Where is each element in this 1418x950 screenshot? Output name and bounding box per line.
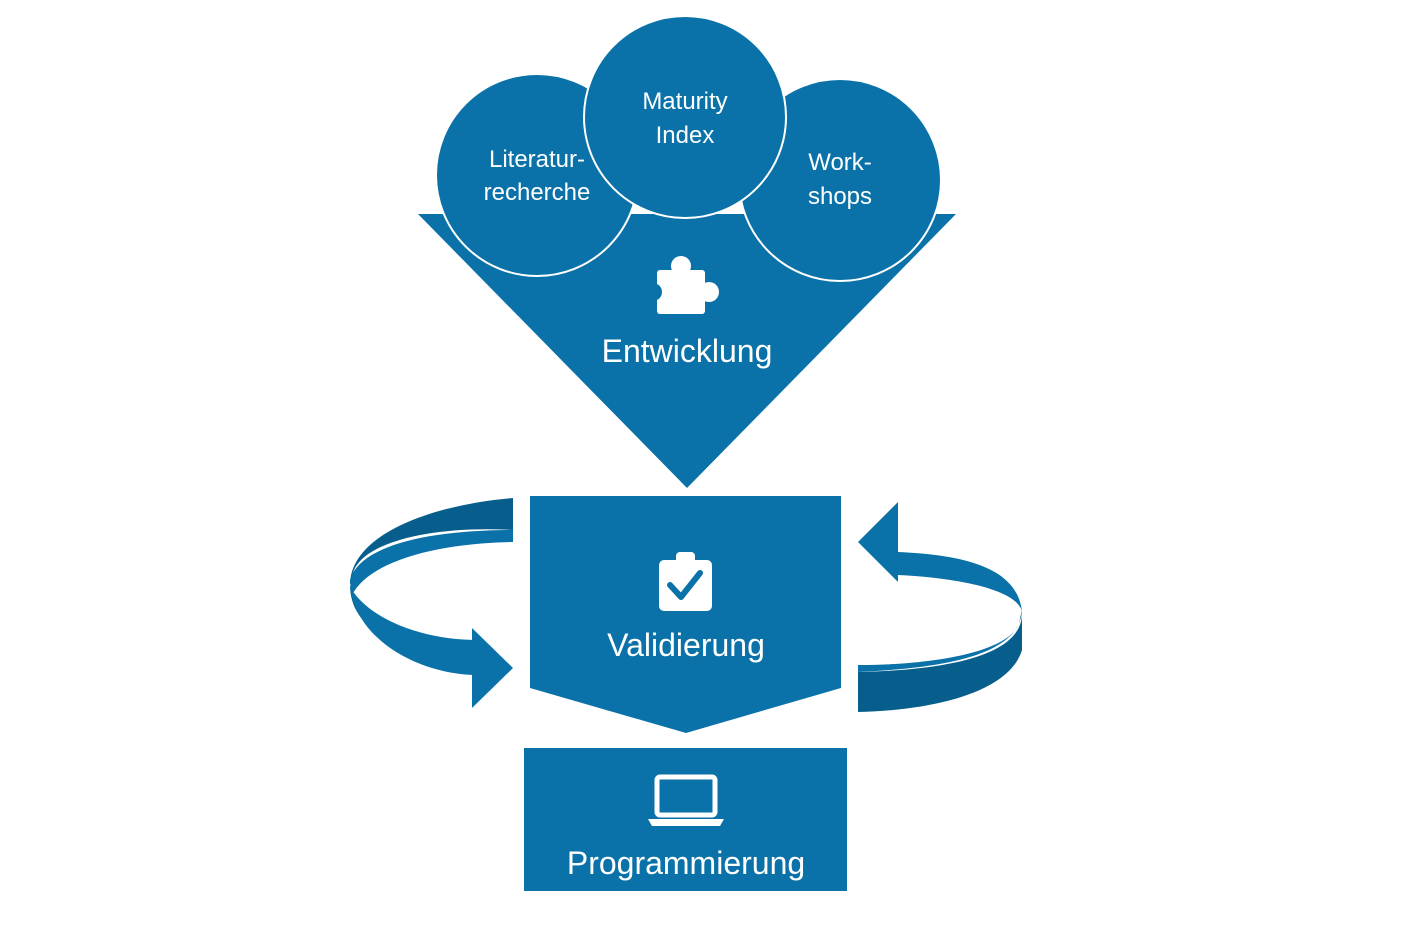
development-funnel <box>418 214 956 488</box>
validation-label: Validierung <box>607 627 765 663</box>
input-circle-maturity: Maturity Index <box>583 15 787 219</box>
input-maturity-line2: Index <box>656 122 715 149</box>
development-label: Entwicklung <box>602 333 773 369</box>
laptop-icon <box>648 774 724 826</box>
input-literature-line1: Literatur- <box>489 146 585 173</box>
input-workshops-line2: shops <box>808 183 872 210</box>
loop-arrow-right <box>858 502 1022 712</box>
input-circle-workshops: Work- shops <box>738 78 942 282</box>
loop-arrow-left <box>350 498 513 708</box>
clipboard-check-icon <box>659 552 712 611</box>
input-maturity-line1: Maturity <box>642 88 727 115</box>
programming-label: Programmierung <box>567 845 805 881</box>
validation-box <box>530 496 841 733</box>
input-workshops-line1: Work- <box>808 149 872 176</box>
puzzle-icon <box>644 256 719 314</box>
input-literature-line2: recherche <box>484 179 591 206</box>
